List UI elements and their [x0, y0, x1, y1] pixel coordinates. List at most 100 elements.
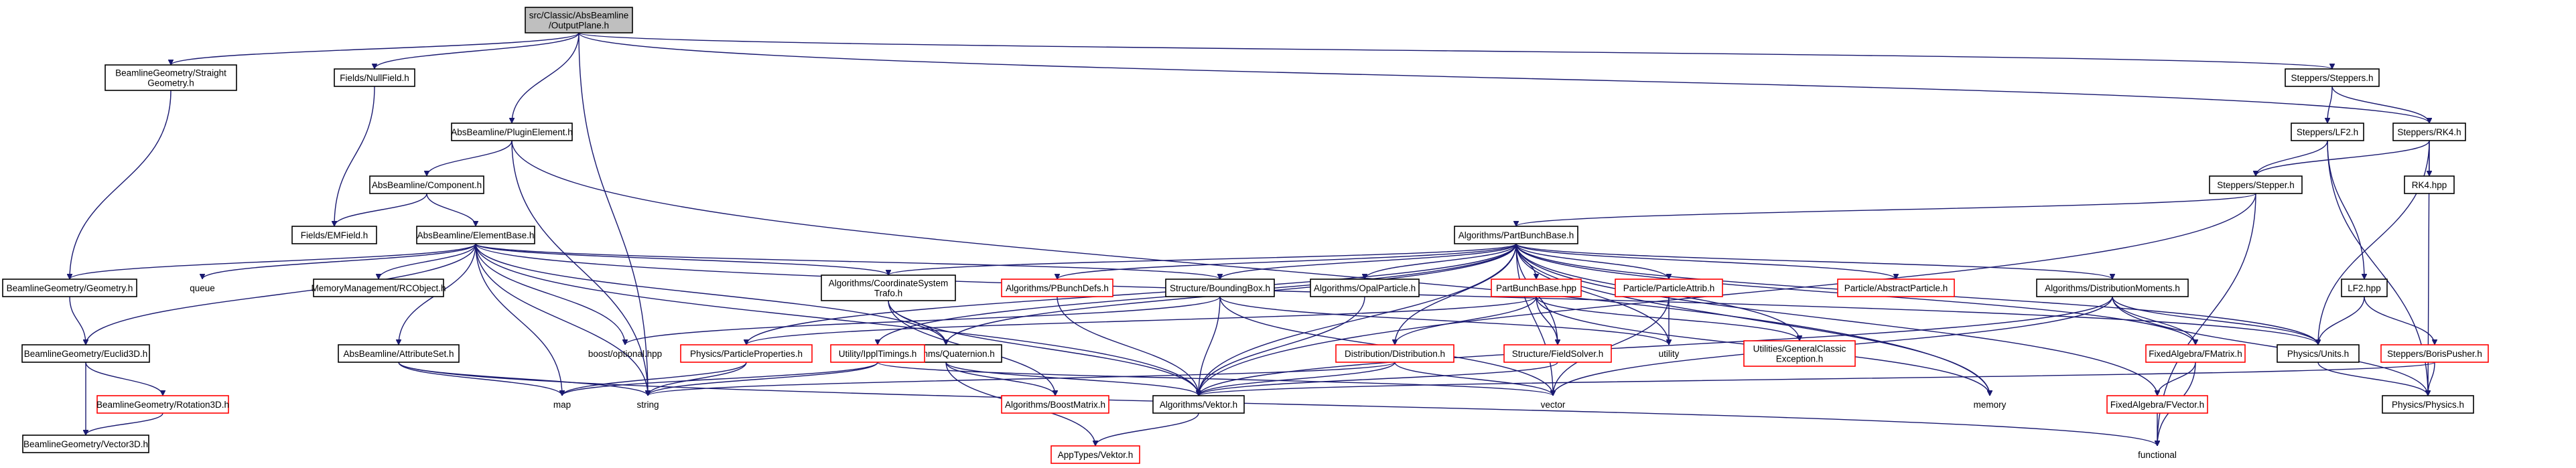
node-label: functional — [2138, 450, 2177, 460]
node-physprops[interactable]: Physics/ParticleProperties.h — [680, 344, 813, 363]
edge-partbunchbase-to-distribution — [1395, 243, 1517, 345]
node-label: RK4.hpp — [2412, 180, 2447, 190]
node-label: Particle/ParticleAttrib.h — [1623, 283, 1715, 293]
node-rotation3d[interactable]: BeamlineGeometry/Rotation3D.h — [96, 395, 229, 414]
node-geometry[interactable]: BeamlineGeometry/Geometry.h — [2, 279, 137, 297]
node-box — [2380, 344, 2489, 363]
node-rk4h[interactable]: Steppers/RK4.h — [2392, 123, 2466, 141]
edge-elementbase-to-euclid3d — [86, 243, 476, 345]
node-stepperh[interactable]: Steppers/Stepper.h — [2209, 175, 2303, 194]
node-abstractparticle[interactable]: Particle/AbstractParticle.h — [1837, 279, 1955, 297]
node-elementbase[interactable]: AbsBeamline/ElementBase.h — [416, 226, 535, 244]
edge-physprops-to-string — [648, 362, 747, 396]
node-label: Algorithms/BoostMatrix.h — [1005, 400, 1105, 410]
edge-rotation3d-to-vector3d — [86, 412, 163, 436]
edge-partbunchbase-to-boundingbox — [1220, 243, 1517, 280]
node-lf2hpp[interactable]: LF2.hpp — [2341, 279, 2388, 297]
node-units[interactable]: Physics/Units.h — [2277, 344, 2360, 363]
edge-stepperh-to-vektorh — [1199, 193, 2256, 396]
node-label: memory — [1974, 400, 2007, 410]
edge-partbunchbasehpp-to-genexception — [1536, 296, 1800, 341]
edges-layer — [70, 32, 2435, 447]
node-euclid3d[interactable]: BeamlineGeometry/Euclid3D.h — [21, 344, 150, 363]
node-box — [1837, 279, 1955, 297]
node-box — [2291, 123, 2364, 141]
edge-root-to-straightgeom — [171, 32, 580, 66]
node-distmoments[interactable]: Algorithms/DistributionMoments.h — [2036, 279, 2189, 297]
node-label: Trafo.h — [874, 289, 902, 299]
node-rk4hpp[interactable]: RK4.hpp — [2404, 175, 2455, 194]
edge-root-to-rk4h — [578, 32, 2429, 124]
node-ippltimings[interactable]: Utility/IpplTimings.h — [830, 344, 925, 363]
node-label: Structure/BoundingBox.h — [1170, 283, 1270, 293]
node-pbunchdefs[interactable]: Algorithms/PBunchDefs.h — [1001, 279, 1113, 297]
edge-partbunchbase-to-physprops — [746, 243, 1517, 345]
node-box — [1001, 395, 1109, 414]
node-label: Algorithms/PartBunchBase.h — [1459, 230, 1574, 240]
node-pluginelement[interactable]: AbsBeamline/PluginElement.h — [451, 123, 573, 141]
node-partbunchbase[interactable]: Algorithms/PartBunchBase.h — [1454, 226, 1578, 244]
node-rcobject[interactable]: MemoryManagement/RCObject.h — [311, 279, 446, 297]
node-fmatrix[interactable]: FixedAlgebra/FMatrix.h — [2145, 344, 2246, 363]
node-vector3d[interactable]: BeamlineGeometry/Vector3D.h — [22, 435, 149, 453]
node-optional: boost/optional.hpp — [588, 349, 662, 359]
edge-partbunchbase-to-distmoments — [1515, 243, 2112, 280]
node-label: Physics/Physics.h — [2392, 400, 2464, 410]
node-attributeset[interactable]: AbsBeamline/AttributeSet.h — [338, 344, 460, 363]
edge-root-to-nullfield — [375, 32, 580, 70]
node-box — [416, 226, 535, 244]
node-label: Algorithms/CoordinateSystem — [829, 279, 949, 289]
edge-elementbase-to-vektorh — [475, 243, 1199, 396]
node-label: Steppers/RK4.h — [2397, 127, 2461, 137]
node-label: Algorithms/OpalParticle.h — [1314, 283, 1416, 293]
node-opalparticle[interactable]: Algorithms/OpalParticle.h — [1310, 279, 1420, 297]
node-label: Steppers/Stepper.h — [2217, 180, 2295, 190]
node-label: boost/optional.hpp — [588, 349, 662, 359]
edge-partbunchbase-to-utility — [1515, 243, 1669, 345]
node-distribution[interactable]: Distribution/Distribution.h — [1335, 344, 1454, 363]
node-label: Steppers/BorisPusher.h — [2387, 349, 2482, 359]
node-boostmatrix[interactable]: Algorithms/BoostMatrix.h — [1001, 395, 1109, 414]
node-string: string — [636, 400, 659, 410]
node-queue: queue — [190, 283, 215, 293]
edge-distribution-to-string — [648, 362, 1396, 396]
node-physics[interactable]: Physics/Physics.h — [2382, 395, 2474, 414]
node-fieldsolver[interactable]: Structure/FieldSolver.h — [1503, 344, 1612, 363]
node-vektorh[interactable]: Algorithms/Vektor.h — [1152, 395, 1245, 414]
edge-elementbase-to-coordtrafo — [475, 243, 888, 276]
node-lf2h[interactable]: Steppers/LF2.h — [2291, 123, 2364, 141]
node-box — [821, 275, 956, 301]
node-label: map — [553, 400, 571, 410]
node-emfield[interactable]: Fields/EMField.h — [291, 226, 377, 244]
node-label: src/Classic/AbsBeamline — [529, 11, 629, 21]
node-steppers[interactable]: Steppers/Steppers.h — [2285, 68, 2380, 87]
edge-straightgeom-to-geometry — [70, 90, 172, 279]
node-boundingbox[interactable]: Structure/BoundingBox.h — [1165, 279, 1275, 297]
node-apptypes[interactable]: AppTypes/Vektor.h — [1050, 445, 1140, 464]
edge-distribution-to-vektorh — [1199, 362, 1396, 396]
edge-units-to-physics — [2317, 362, 2428, 396]
edge-rk4h-to-stepperh — [2256, 140, 2430, 177]
node-box — [1503, 344, 1612, 363]
node-box — [525, 7, 633, 33]
node-fvector[interactable]: FixedAlgebra/FVector.h — [2106, 395, 2208, 414]
node-nullfield[interactable]: Fields/NullField.h — [334, 68, 415, 87]
node-label: Fields/NullField.h — [340, 73, 409, 83]
node-particleattrib[interactable]: Particle/ParticleAttrib.h — [1615, 279, 1723, 297]
node-root[interactable]: src/Classic/AbsBeamline/OutputPlane.h — [525, 7, 633, 33]
edge-euclid3d-to-rotation3d — [85, 362, 163, 396]
node-partbunchbasehpp[interactable]: PartBunchBase.hpp — [1491, 279, 1582, 297]
node-component[interactable]: AbsBeamline/Component.h — [369, 175, 484, 194]
node-box — [1165, 279, 1275, 297]
node-borispusher[interactable]: Steppers/BorisPusher.h — [2380, 344, 2489, 363]
node-box — [2145, 344, 2246, 363]
node-label: Physics/ParticleProperties.h — [690, 349, 803, 359]
edge-partbunchbase-to-fvector — [1515, 243, 2157, 396]
edge-lf2h-to-stepperh — [2256, 140, 2328, 177]
node-label: Exception.h — [1776, 354, 1824, 364]
node-box — [1050, 445, 1140, 464]
